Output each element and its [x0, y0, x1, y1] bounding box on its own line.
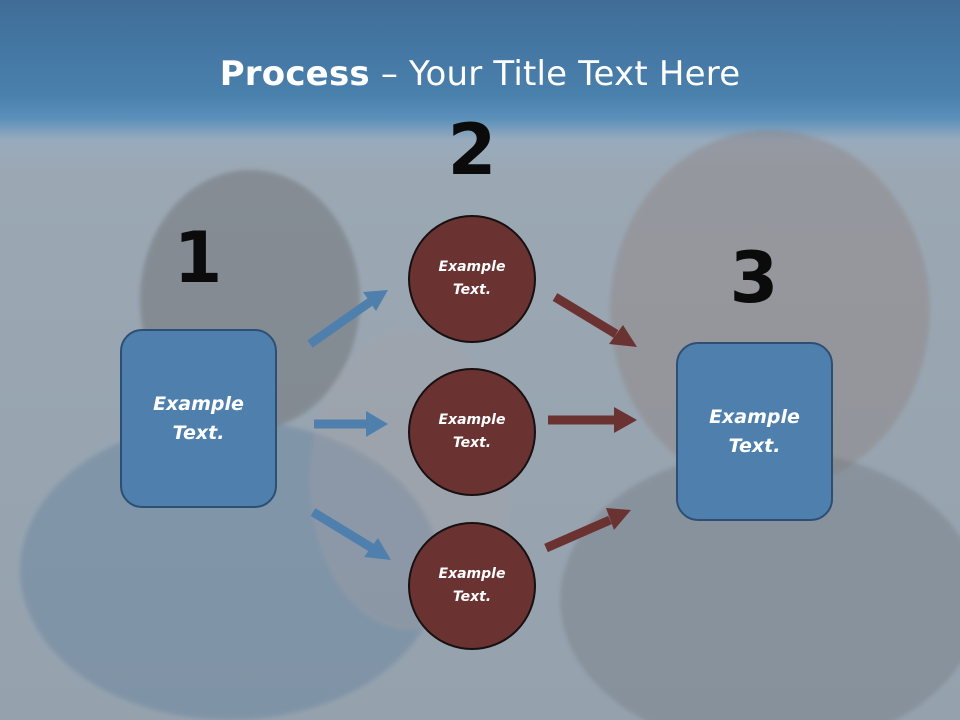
arrow-left-to-middle: [314, 411, 388, 437]
arrow-left-to-bottom: [310, 508, 391, 560]
title-bold-word: Process: [219, 54, 370, 94]
step-number-2: 2: [447, 109, 497, 191]
circle-top-line2: Text.: [452, 282, 492, 298]
step-2-circle-bottom: Example Text.: [408, 522, 536, 650]
circle-middle-line2: Text.: [452, 435, 492, 451]
step-number-3: 3: [729, 237, 779, 319]
step-2-circle-top: Example Text.: [408, 215, 536, 343]
step-1-box-line2: Text.: [172, 421, 225, 444]
circle-top-line1: Example: [438, 259, 506, 275]
step-3-box-line2: Text.: [728, 434, 781, 457]
title-rest: – Your Title Text Here: [369, 54, 741, 94]
circle-bottom-line1: Example: [438, 566, 506, 582]
step-3-box: Example Text.: [676, 342, 833, 521]
arrow-top-to-right: [552, 293, 637, 347]
arrow-left-to-top: [307, 290, 388, 348]
step-3-box-line1: Example: [709, 405, 800, 428]
arrow-bottom-to-right: [544, 508, 631, 553]
slide-title: Process – Your Title Text Here: [0, 52, 960, 96]
step-2-circle-middle: Example Text.: [408, 368, 536, 496]
circle-bottom-line2: Text.: [452, 589, 492, 605]
step-1-box-line1: Example: [153, 392, 244, 415]
step-number-1: 1: [173, 217, 223, 299]
circle-middle-line1: Example: [438, 412, 506, 428]
arrow-middle-to-right: [548, 407, 637, 433]
step-1-box: Example Text.: [120, 329, 277, 508]
